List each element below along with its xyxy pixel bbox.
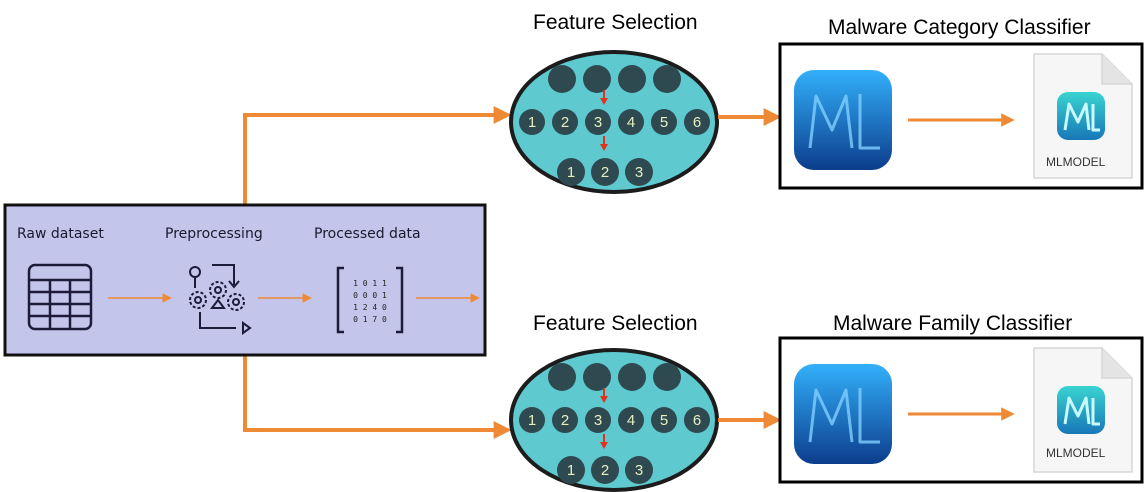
feature-node-label: 2: [561, 412, 569, 429]
feature-node: [585, 109, 611, 135]
feature-node: [618, 407, 644, 433]
feature-selection-ellipse-top: 1 2 3 4 5 6 1 2 3: [509, 50, 719, 194]
feature-node-label: 5: [660, 114, 668, 131]
feature-node: [519, 407, 545, 433]
input-node: [548, 65, 576, 93]
feature-node-label: 3: [594, 412, 602, 429]
input-node: [583, 65, 611, 93]
feature-node: [684, 407, 710, 433]
input-node: [618, 65, 646, 93]
selected-feature-node: [625, 456, 653, 484]
selected-feature-label: 2: [601, 462, 609, 479]
matrix-row: 1 0 1 1: [353, 279, 387, 288]
matrix-row: 1 2 4 0: [353, 303, 387, 312]
mlmodel-file-icon: [1033, 347, 1133, 473]
selected-feature-label: 3: [635, 164, 643, 181]
feature-node-label: 5: [660, 412, 668, 429]
feature-node-label: 4: [627, 412, 635, 429]
feature-node: [618, 109, 644, 135]
ml-app-icon: [794, 364, 892, 464]
feature-node-label: 1: [528, 412, 536, 429]
selection-arrowhead: [600, 144, 608, 151]
selected-feature-label: 1: [567, 462, 575, 479]
feature-node: [651, 109, 677, 135]
matrix-icon: 1 0 1 1 0 0 0 1 1 2 4 0 0 1 7 0: [336, 266, 404, 334]
feature-node: [684, 109, 710, 135]
ml-app-icon: [794, 70, 892, 170]
feature-node: [519, 109, 545, 135]
feature-node-label: 1: [528, 114, 536, 131]
feature-selection-title-top: Feature Selection: [533, 11, 698, 34]
input-node: [653, 65, 681, 93]
selected-feature-label: 1: [567, 164, 575, 181]
family-classifier-box: [778, 336, 1144, 484]
input-node: [653, 363, 681, 391]
feature-node-label: 6: [693, 114, 701, 131]
feature-node-label: 3: [594, 114, 602, 131]
selected-feature-node: [557, 158, 585, 186]
feature-node-label: 4: [627, 114, 635, 131]
selected-feature-node: [625, 158, 653, 186]
mlmodel-file-icon: [1033, 53, 1133, 179]
selection-arrowhead: [600, 442, 608, 449]
selected-feature-node: [591, 158, 619, 186]
feature-node-label: 6: [693, 412, 701, 429]
feature-node: [552, 407, 578, 433]
preprocessing-panel: 1 0 1 1 0 0 0 1 1 2 4 0 0 1 7 0: [3, 203, 487, 357]
selection-arrowhead: [600, 396, 608, 403]
processed-data-label: Processed data: [314, 226, 421, 242]
arrow-to-top-feature-selection: [243, 106, 512, 205]
feature-node-label: 2: [561, 114, 569, 131]
mlmodel-label-top: MLMODEL: [1046, 155, 1106, 169]
table-icon: [27, 263, 93, 331]
category-classifier-box: [778, 42, 1144, 190]
category-classifier-title: Malware Category Classifier: [828, 16, 1091, 39]
input-node: [548, 363, 576, 391]
arrow-to-bottom-feature-selection: [243, 355, 512, 439]
feature-node: [585, 407, 611, 433]
preprocessing-label: Preprocessing: [165, 226, 263, 242]
matrix-row: 0 1 7 0: [353, 315, 387, 324]
selected-feature-node: [557, 456, 585, 484]
raw-dataset-label: Raw dataset: [17, 226, 104, 242]
selection-arrowhead: [600, 98, 608, 105]
feature-node: [651, 407, 677, 433]
matrix-row: 0 0 0 1: [353, 291, 387, 300]
family-classifier-title: Malware Family Classifier: [833, 312, 1073, 335]
feature-selection-ellipse-bottom: 1 2 3 4 5 6 1 2 3: [509, 348, 719, 492]
selected-feature-label: 2: [601, 164, 609, 181]
selected-feature-label: 3: [635, 462, 643, 479]
feature-selection-title-bottom: Feature Selection: [533, 312, 698, 335]
mlmodel-label-bottom: MLMODEL: [1046, 446, 1106, 460]
input-node: [583, 363, 611, 391]
feature-node: [552, 109, 578, 135]
input-node: [618, 363, 646, 391]
selected-feature-node: [591, 456, 619, 484]
gears-icon: [189, 264, 252, 335]
